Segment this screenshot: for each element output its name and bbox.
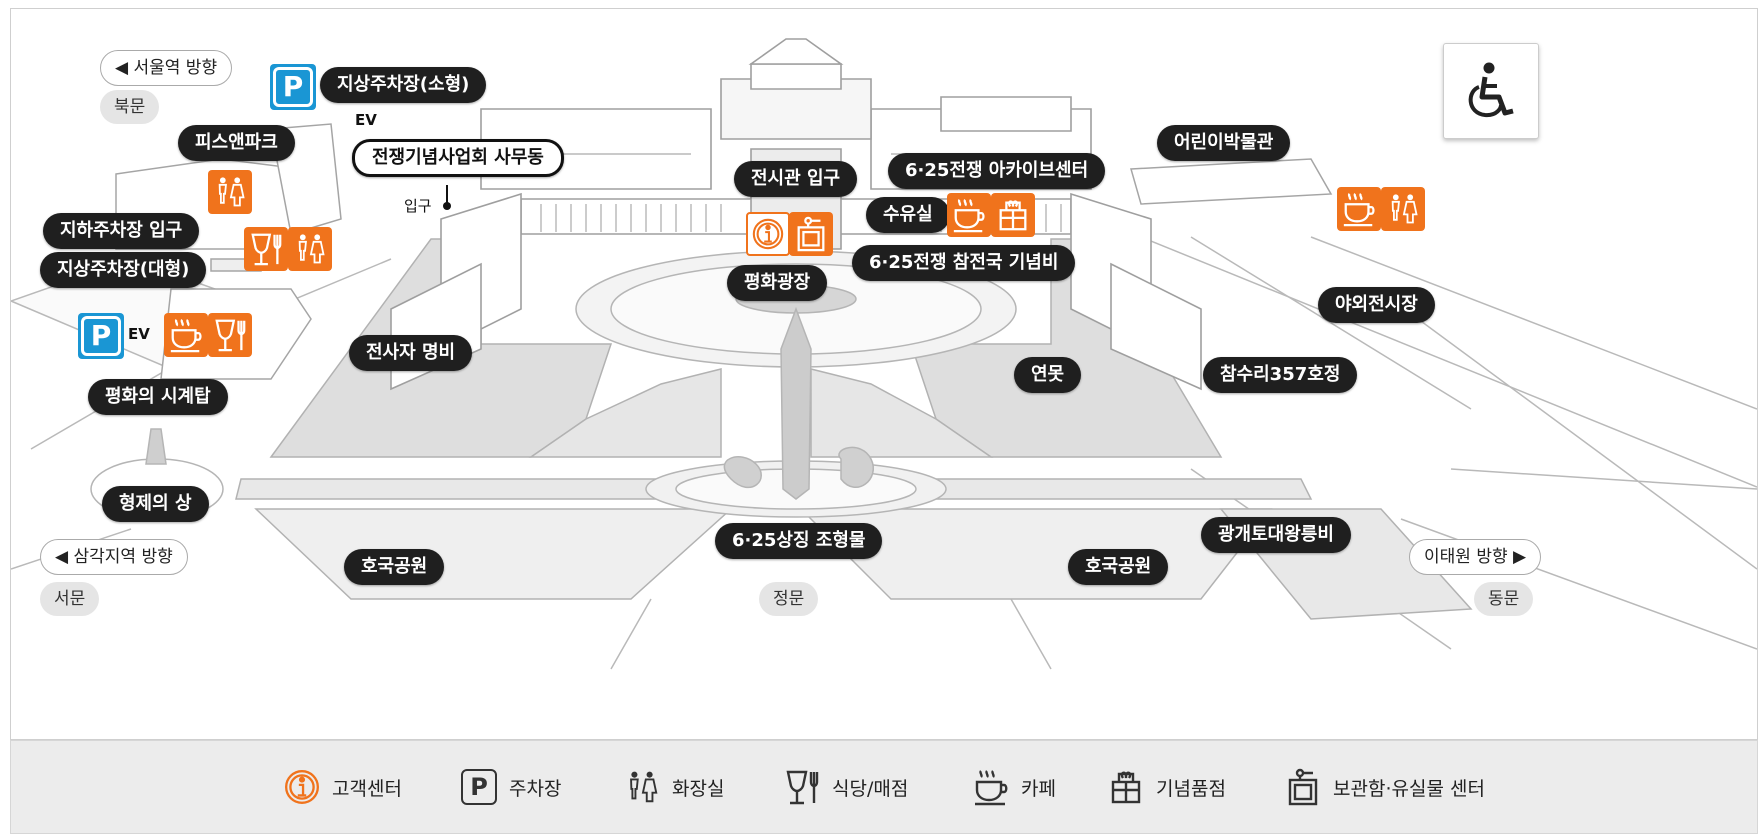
archive-center-label[interactable]: 6·25전쟁 아카이브센터 bbox=[888, 153, 1106, 189]
nursing-room-label[interactable]: 수유실 bbox=[866, 197, 950, 233]
restroom-icon[interactable] bbox=[208, 170, 252, 214]
west-gate-label[interactable]: 서문 bbox=[40, 582, 100, 616]
symbol-sculpture-label[interactable]: 6·25상징 조형물 bbox=[715, 523, 883, 559]
legend-item-parking[interactable]: P 주차장 bbox=[459, 741, 561, 833]
hoguk-park-left-label[interactable]: 호국공원 bbox=[344, 549, 445, 585]
ev-charging-label: EV bbox=[128, 325, 150, 343]
parking-letter: P bbox=[461, 769, 497, 805]
legend-item-cafe[interactable]: 카페 bbox=[971, 741, 1056, 833]
legend-item-restaurant[interactable]: 식당/매점 bbox=[782, 741, 908, 833]
seoul-station-direction[interactable]: ◀ 서울역 방향 bbox=[100, 50, 233, 86]
legend-bar: 고객센터 P 주차장 화장실 식당/매점 카페 기념품점 보관함·유실물 센터 bbox=[10, 740, 1758, 834]
cafe-icon bbox=[971, 767, 1011, 807]
legend-label: 주차장 bbox=[509, 777, 562, 800]
ev-charging-label: EV bbox=[355, 111, 377, 129]
main-gate-label[interactable]: 정문 bbox=[759, 582, 819, 616]
brothers-statue-label[interactable]: 형제의 상 bbox=[102, 486, 209, 522]
war-memorial-office-label[interactable]: 전쟁기념사업회 사무동 bbox=[352, 139, 564, 177]
war-dead-monument-label[interactable]: 전사자 명비 bbox=[349, 335, 473, 371]
pond-label[interactable]: 연못 bbox=[1014, 357, 1082, 393]
accessibility-button[interactable] bbox=[1443, 43, 1539, 139]
legend-label: 고객센터 bbox=[332, 777, 402, 800]
gwanggaeto-label[interactable]: 광개토대왕릉비 bbox=[1201, 517, 1351, 553]
parking-letter: P bbox=[273, 67, 313, 107]
legend-item-info[interactable]: 고객센터 bbox=[282, 741, 402, 833]
legend-label: 기념품점 bbox=[1156, 777, 1226, 800]
restroom-icon[interactable] bbox=[1381, 187, 1425, 231]
underground-parking-entrance-label[interactable]: 지하주차장 입구 bbox=[43, 213, 200, 249]
samgak-direction[interactable]: ◀ 삼각지역 방향 bbox=[40, 539, 188, 575]
entrance-label: 입구 bbox=[404, 197, 432, 215]
hoguk-park-right-label[interactable]: 호국공원 bbox=[1068, 549, 1169, 585]
parking-letter: P bbox=[81, 316, 121, 356]
parking-icon[interactable]: P bbox=[78, 313, 124, 359]
restaurant-icon[interactable] bbox=[244, 227, 288, 271]
restaurant-icon[interactable] bbox=[208, 313, 252, 357]
legend-label: 화장실 bbox=[672, 777, 725, 800]
participant-memorial-label[interactable]: 6·25전쟁 참전국 기념비 bbox=[852, 245, 1076, 281]
ground-parking-large-label[interactable]: 지상주차장(대형) bbox=[40, 252, 207, 288]
legend-label: 식당/매점 bbox=[832, 777, 909, 800]
legend-item-restroom[interactable]: 화장실 bbox=[622, 741, 724, 833]
peace-park-label[interactable]: 피스앤파크 bbox=[178, 125, 295, 161]
cafe-icon[interactable] bbox=[164, 313, 208, 357]
legend-item-gift[interactable]: 기념품점 bbox=[1106, 741, 1226, 833]
cafe-icon[interactable] bbox=[947, 193, 991, 237]
info-icon[interactable] bbox=[746, 212, 790, 256]
parking-icon[interactable]: P bbox=[270, 64, 316, 110]
peace-plaza-label[interactable]: 평화광장 bbox=[727, 265, 828, 301]
restaurant-icon bbox=[782, 767, 822, 807]
chamsuri-label[interactable]: 참수리357호정 bbox=[1203, 357, 1358, 393]
legend-label: 카페 bbox=[1021, 777, 1056, 800]
north-gate-label[interactable]: 북문 bbox=[100, 90, 160, 124]
childrens-museum-label[interactable]: 어린이박물관 bbox=[1157, 125, 1291, 161]
legend-label: 보관함·유실물 센터 bbox=[1333, 777, 1485, 800]
wheelchair-icon bbox=[1468, 62, 1514, 118]
restroom-icon bbox=[622, 767, 662, 807]
locker-icon bbox=[1283, 767, 1323, 807]
parking-icon: P bbox=[459, 767, 499, 807]
legend-item-locker[interactable]: 보관함·유실물 센터 bbox=[1283, 741, 1485, 833]
restroom-icon[interactable] bbox=[288, 227, 332, 271]
ground-parking-small-label[interactable]: 지상주차장(소형) bbox=[320, 67, 487, 103]
peace-clock-tower-label[interactable]: 평화의 시계탑 bbox=[88, 379, 228, 415]
info-icon bbox=[282, 767, 322, 807]
itaewon-direction[interactable]: 이태원 방향 ▶ bbox=[1409, 539, 1542, 575]
gift-icon[interactable] bbox=[991, 193, 1035, 237]
east-gate-label[interactable]: 동문 bbox=[1474, 582, 1534, 616]
map-frame: ◀ 서울역 방향 북문 P 지상주차장(소형) EV 피스앤파크 전쟁기념사업회… bbox=[10, 8, 1758, 740]
exhibition-entrance-label[interactable]: 전시관 입구 bbox=[734, 161, 858, 197]
cafe-icon[interactable] bbox=[1337, 187, 1381, 231]
gift-icon bbox=[1106, 767, 1146, 807]
locker-icon[interactable] bbox=[789, 212, 833, 256]
outdoor-exhibition-label[interactable]: 야외전시장 bbox=[1318, 287, 1435, 323]
